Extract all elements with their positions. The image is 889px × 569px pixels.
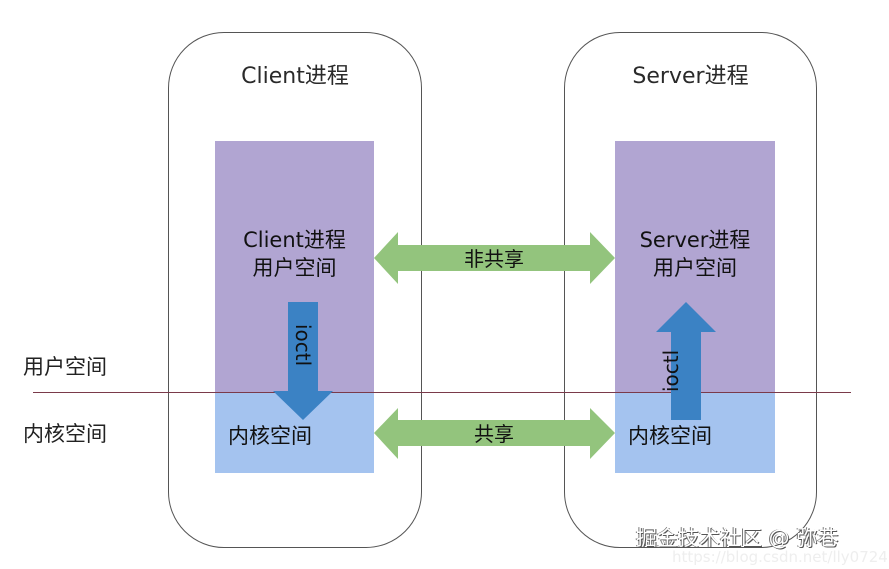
side-label-user-space: 用户空间 — [23, 355, 107, 379]
side-label-kernel-space: 内核空间 — [23, 422, 107, 446]
client-kernel-space-label: 内核空间 — [228, 424, 312, 448]
client-user-space-line1: Client进程 — [243, 228, 346, 252]
server-ioctl-label: ioctl — [659, 350, 683, 392]
shared-label: 共享 — [474, 422, 514, 446]
client-process-title: Client进程 — [241, 64, 349, 89]
non-shared-arrow: 非共享 — [374, 232, 615, 284]
server-kernel-space-label: 内核空间 — [628, 424, 712, 448]
watermark-url: https://blog.csdn.net/lly0724... — [672, 548, 889, 566]
watermark: 掘金技术社区 @ 弥巷 — [636, 526, 839, 550]
server-user-space-label: Server进程 用户空间 — [615, 226, 775, 282]
client-ioctl-arrow: ioctl — [273, 302, 333, 420]
non-shared-label: 非共享 — [464, 247, 524, 271]
client-user-space-label: Client进程 用户空间 — [215, 226, 374, 282]
server-user-space-line1: Server进程 — [639, 228, 751, 252]
shared-arrow: 共享 — [374, 408, 615, 459]
server-user-space-line2: 用户空间 — [653, 256, 737, 280]
server-process-title: Server进程 — [632, 64, 749, 89]
server-ioctl-arrow: ioctl — [656, 302, 716, 420]
client-ioctl-label: ioctl — [291, 324, 315, 366]
user-kernel-divider — [33, 392, 851, 393]
client-user-space-line2: 用户空间 — [252, 256, 337, 280]
